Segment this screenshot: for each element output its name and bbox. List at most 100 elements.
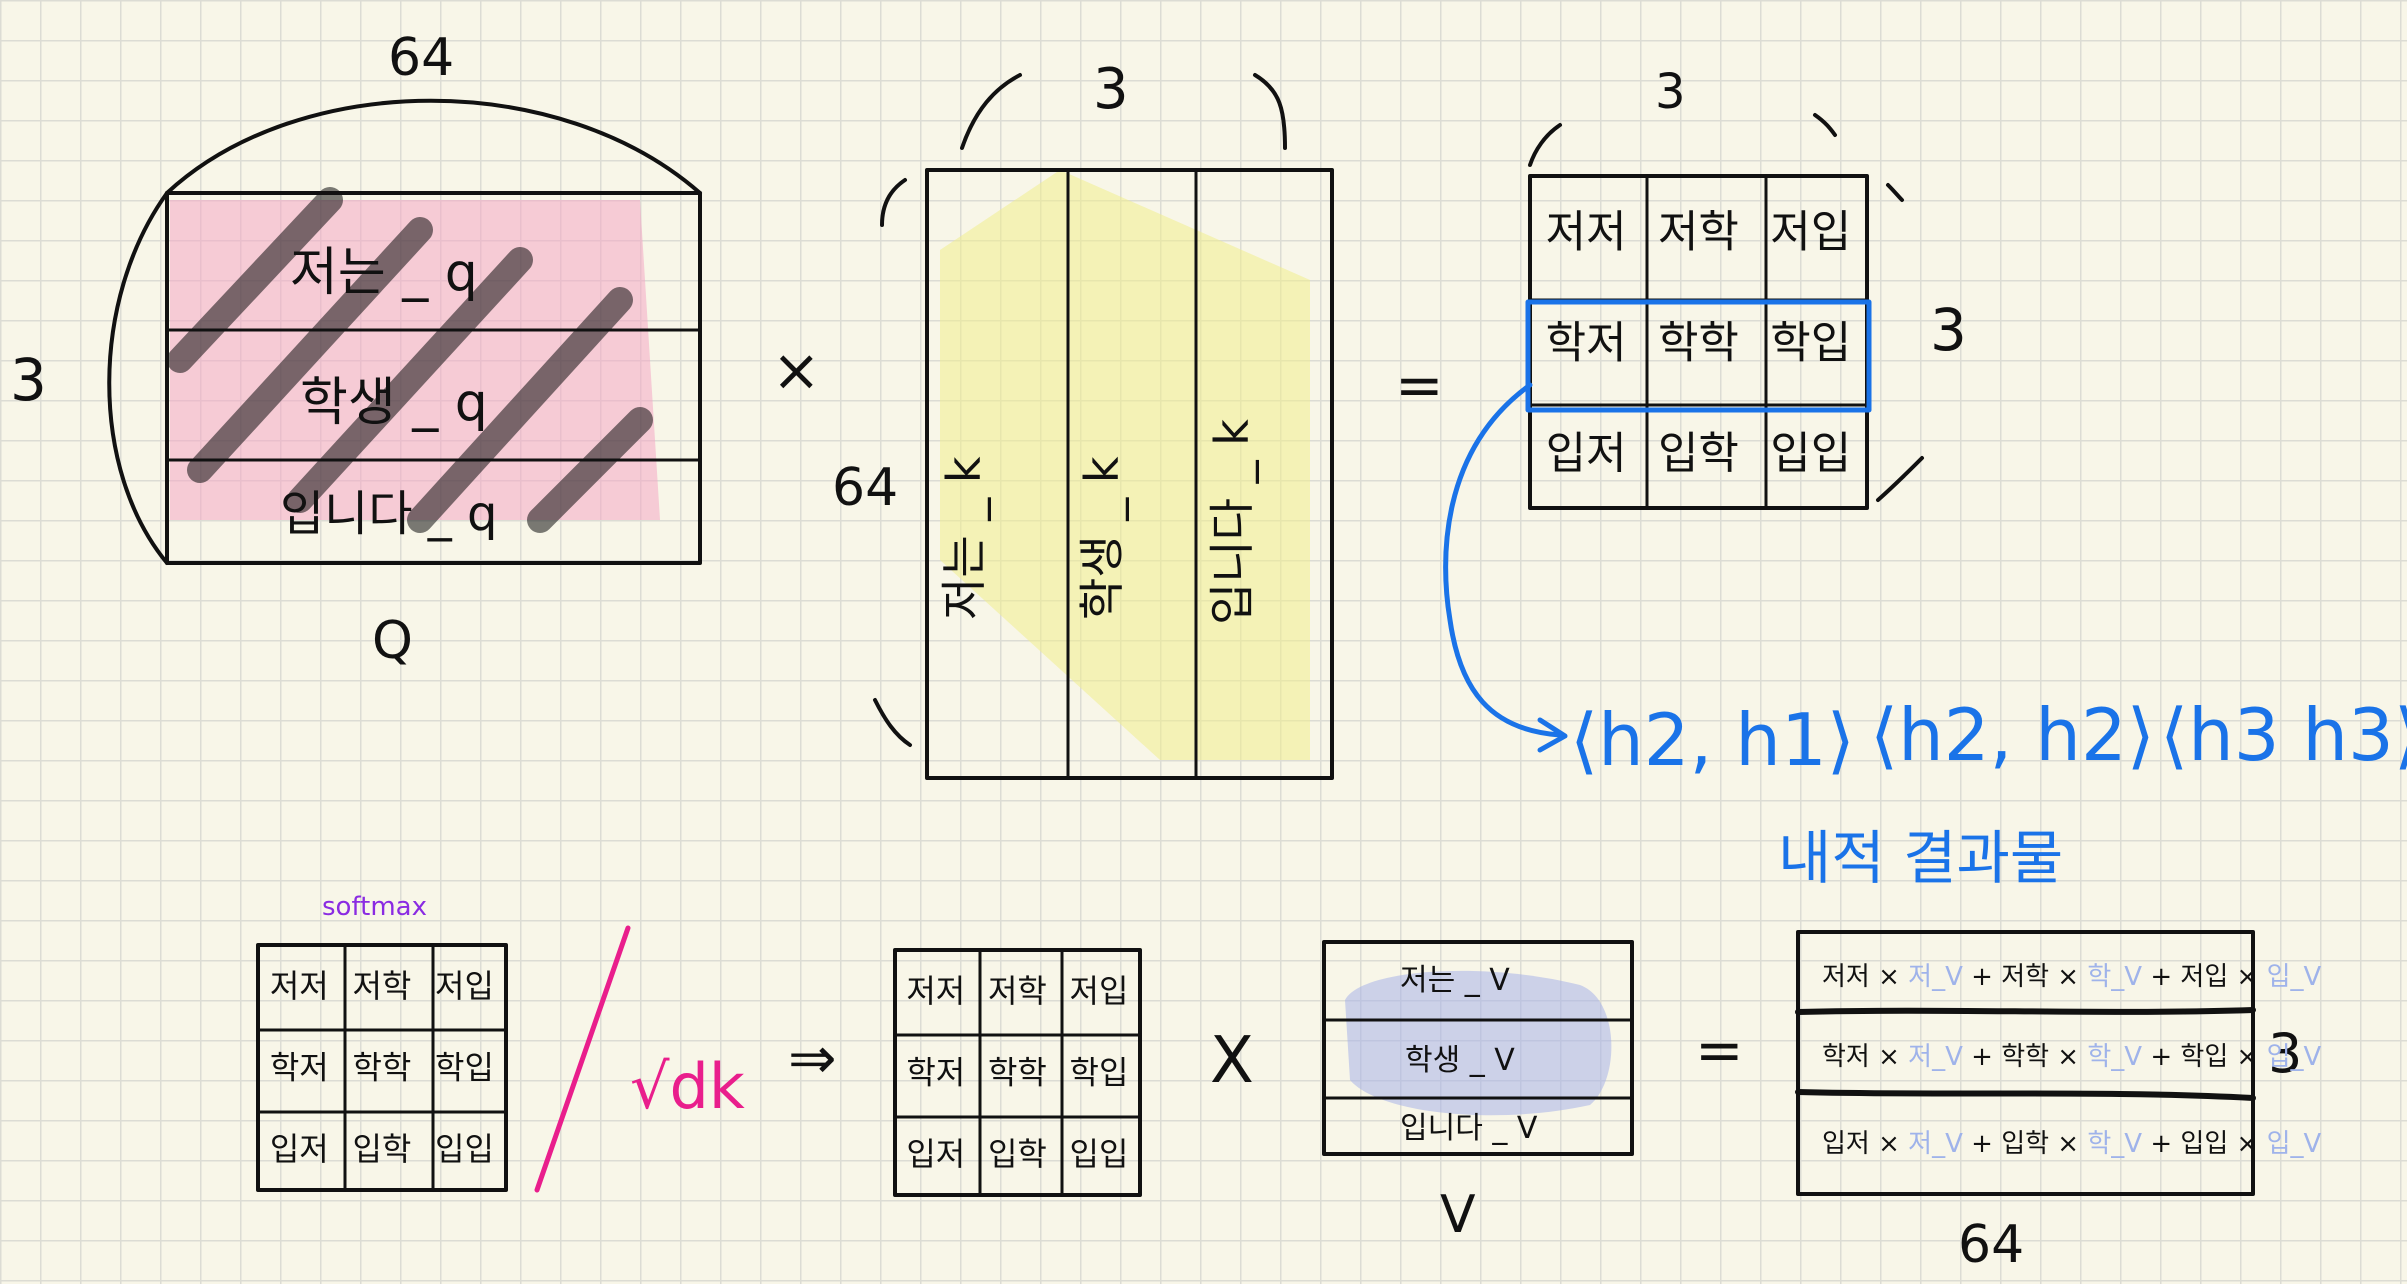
sqrt-dk: √dk [630,1050,745,1123]
result-matrix: 3 64 저저 × 저_V + 저학 × 학_V + 저입 × 입_V 학저 ×… [1795,930,2321,1275]
score-brace-right-bottom [1876,456,1924,502]
equals-sign: = [1695,1016,1744,1084]
k-brace-top-left [960,73,1022,150]
k-highlight [940,170,1310,760]
score-cell: 입입 [1770,428,1851,479]
softmax-cell: 입학 [352,1130,411,1168]
weights-cell: 입저 [906,1135,965,1173]
result-row-divider [1795,1007,2256,1015]
q-dim-left: 3 [10,346,47,414]
q-brace-left [107,191,169,565]
result-value-term: 학_V [2087,1129,2150,1159]
v-label: V [1440,1185,1476,1245]
softmax-matrix-frame [256,943,508,1192]
result-row: 저저 × 저_V + 저학 × 학_V + 저입 × 입_V [1822,962,2321,992]
equals-sign: = [1395,351,1444,419]
k-col-label: 입니다 _ k [1205,419,1259,625]
softmax-cell: 저입 [435,967,494,1005]
score-cell: 저학 [1658,207,1739,258]
result-row: 학저 × 저_V + 학학 × 학_V + 학입 × 입_V [1822,1042,2321,1072]
weights-cell: 저입 [1070,972,1129,1010]
score-arrow-head [1537,717,1568,753]
weights-cell: 학학 [988,1054,1047,1092]
score-row-highlight-box [1525,299,1872,413]
score-brace-right-top [1886,183,1904,202]
q-matrix-frame [165,191,702,565]
softmax-cell: 저학 [352,967,411,1005]
result-row: 입저 × 저_V + 입학 × 학_V + 입입 × 입_V [1822,1129,2321,1159]
weights-matrix-frame [893,948,1142,1197]
softmax-label: softmax [322,892,427,922]
dot-product-term: ⟨h2, h2⟩ [1870,693,2155,777]
result-value-term: 저_V [1908,1042,1971,1072]
multiply-sign: × [772,336,821,404]
result-weight-term: + 저입 × [2150,962,2266,992]
q-row-label: 저는 _ q [290,243,478,303]
result-value-term: 저_V [1908,1129,1971,1159]
result-value-term: 학_V [2087,1042,2150,1072]
softmax-cell: 학학 [352,1049,411,1087]
q-highlight-stroke [167,187,653,533]
result-dim-right: 3 [2268,1022,2302,1085]
k-matrix-frame [925,168,1334,780]
score-cell: 저입 [1770,207,1851,258]
weights-cell: 저학 [988,972,1047,1010]
result-weight-term: + 입학 × [1971,1129,2087,1159]
result-dim-bottom: 64 [1958,1215,2024,1275]
result-weight-term: 학저 × [1822,1042,1908,1072]
result-weight-term: + 학학 × [1971,1042,2087,1072]
softmax-cell: 학입 [435,1049,494,1087]
result-value-term: 입_V [2267,1129,2322,1159]
result-weight-term: 저저 × [1822,962,1908,992]
softmax-cell: 입저 [270,1130,329,1168]
dot-product-term: ⟨h2, h1⟩ [1570,698,1855,782]
dot-product-term: ⟨h3 h3⟩ [2160,693,2407,777]
score-cell: 학저 [1546,317,1627,368]
result-weight-term: 입저 × [1822,1129,1908,1159]
k-matrix: 3 64 저는 _ k 학생 _ k 입니다 _ k [832,57,1334,780]
softmax-cell: 저저 [270,967,329,1005]
score-cell: 학학 [1658,317,1739,368]
k-col-label: 저는 _ k [937,456,991,620]
division-slash [534,925,631,1193]
dot-product-caption: 내적 결과물 [1778,824,2063,892]
k-brace-left-top [880,178,907,227]
weights-cell: 학저 [906,1054,965,1092]
result-weight-term: + 저학 × [1971,962,2087,992]
k-col-label: 학생 _ k [1075,456,1129,620]
result-value-term: 학_V [2087,962,2150,992]
score-cell: 학입 [1770,317,1851,368]
v-highlight [1345,970,1612,1116]
weights-cell: 입입 [1070,1135,1129,1173]
k-brace-top-right [1253,73,1287,150]
q-row-label: 입니다 _ q [280,486,497,542]
k-dim-top: 3 [1093,57,1129,122]
k-dim-left: 64 [832,458,898,518]
softmax-cell: 입입 [435,1130,494,1168]
score-brace-top-right [1813,113,1837,137]
v-row-label: 학생 _ V [1405,1043,1515,1078]
result-value-term: 입_V [2267,962,2322,992]
score-cell: 입저 [1546,428,1627,479]
weights-cell: 학입 [1070,1054,1129,1092]
implies-arrow: ⇒ [788,1024,837,1092]
score-dim-right: 3 [1930,296,1967,364]
score-dim-top: 3 [1655,64,1686,120]
result-weight-term: + 학입 × [2150,1042,2266,1072]
v-row-label: 입니다 _ V [1400,1111,1538,1146]
weights-cell: 저저 [906,972,965,1010]
q-row-label: 학생 _ q [300,373,488,433]
q-brace-top [165,98,702,195]
result-value-term: 입_V [2267,1042,2322,1072]
v-row-label: 저는 _ V [1400,963,1510,998]
v-matrix: 저는 _ V 학생 _ V 입니다 _ V V [1322,940,1634,1245]
result-row-divider [1795,1089,2256,1101]
q-dim-top: 64 [388,28,454,88]
